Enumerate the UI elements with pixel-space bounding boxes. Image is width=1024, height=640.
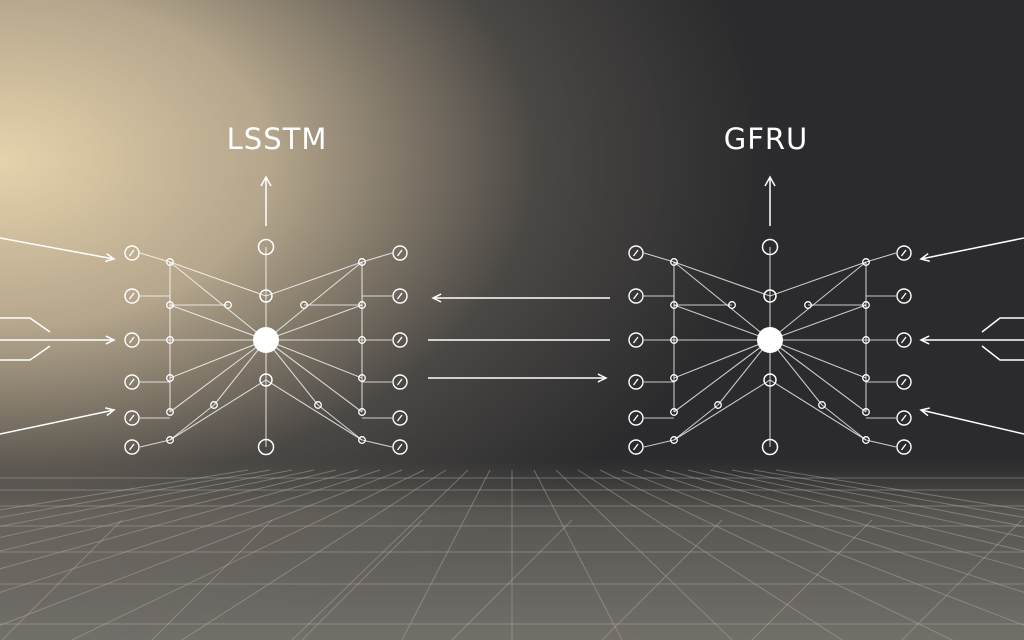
network-node [259,373,273,387]
network-node [628,439,644,455]
network-node [392,410,408,426]
network-node [862,301,870,309]
network-node [628,410,644,426]
network-node [358,258,366,266]
network-node [166,336,174,344]
network-node [628,245,644,261]
network-node [358,336,366,344]
arrow-head [764,175,776,187]
network-node [300,301,308,309]
link-arrow [431,293,610,303]
network-node [314,401,322,409]
network-node [628,332,644,348]
network-node [862,408,870,416]
network-node [670,336,678,344]
input-bracket [981,345,1024,361]
network-node [358,301,366,309]
network-node [166,301,174,309]
network-node [358,374,366,382]
network-node [862,336,870,344]
input-arrow [0,407,116,435]
input-bracket [0,317,51,333]
network-node [392,374,408,390]
network-node [257,438,275,456]
network-node [862,436,870,444]
input-arrow [919,237,1024,262]
left-network-title: LSSTM [226,122,328,156]
network-node [896,439,912,455]
network-node [896,410,912,426]
network-node [392,245,408,261]
floor-grid [0,469,1024,640]
right-network-title: GFRU [723,122,809,156]
input-arrow [919,335,1024,345]
network-node [124,332,140,348]
network-node [224,301,232,309]
network-node [670,408,678,416]
network-node [628,288,644,304]
network-node [628,374,644,390]
link-arrow [428,373,608,383]
right-network [628,175,912,456]
network-node [763,373,777,387]
network-node [210,401,218,409]
input-arrow [919,407,1024,435]
network-node [804,301,812,309]
network-node [761,238,779,256]
network-node [670,258,678,266]
network-node [761,438,779,456]
hub-node [757,327,783,353]
network-node [670,436,678,444]
network-node [166,436,174,444]
network-node [166,374,174,382]
network-node [259,289,273,303]
network-node [124,439,140,455]
network-node [392,439,408,455]
network-node [714,401,722,409]
network-node [358,436,366,444]
network-node [124,374,140,390]
input-arrow [0,237,116,263]
network-node [166,258,174,266]
network-node [257,238,275,256]
connection-arrows [0,237,1024,435]
network-node [728,301,736,309]
network-node [670,374,678,382]
network-node [166,408,174,416]
network-node [763,289,777,303]
network-node [818,401,826,409]
network-node [862,374,870,382]
network-node [392,332,408,348]
arrow-head [260,175,272,187]
network-node [896,288,912,304]
network-node [896,332,912,348]
network-node [124,245,140,261]
left-network [124,175,408,456]
input-bracket [981,317,1024,333]
input-arrow [0,335,116,345]
network-node [896,374,912,390]
input-bracket [0,345,51,361]
network-node [896,245,912,261]
network-node [358,408,366,416]
network-node [124,288,140,304]
network-node [124,410,140,426]
network-node [670,301,678,309]
hub-node [253,327,279,353]
network-node [392,288,408,304]
network-node [862,258,870,266]
